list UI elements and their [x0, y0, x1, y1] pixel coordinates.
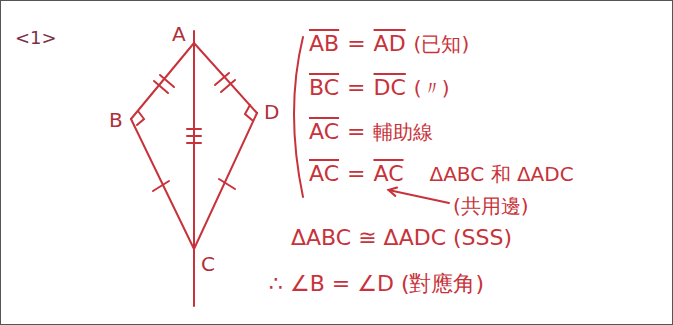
- proof-text: DC: [374, 75, 406, 101]
- proof-text: ΔABC 和 ΔADC: [430, 161, 574, 187]
- figure-number: <1>: [15, 25, 57, 51]
- proof-text: AC: [373, 161, 403, 187]
- proof-text: ∴ ∠B = ∠D (對應角): [269, 271, 484, 297]
- proof-text: AC: [309, 119, 339, 145]
- vertex-label: B: [109, 107, 123, 133]
- vertex-label: C: [201, 251, 215, 277]
- proof-text: 輔助線: [373, 119, 433, 145]
- proof-text: =: [347, 75, 365, 101]
- proof-text: (已知): [414, 31, 470, 57]
- vertex-label: D: [264, 99, 279, 125]
- proof-text: ΔABC ≅ ΔADC (SSS): [291, 225, 512, 251]
- proof-text: =: [347, 31, 365, 57]
- proof-text: AB: [309, 31, 339, 57]
- proof-text: =: [347, 161, 365, 187]
- proof-text: BC: [309, 75, 339, 101]
- proof-text: AC: [309, 161, 339, 187]
- proof-text: AD: [374, 31, 406, 57]
- vertex-label: A: [172, 21, 186, 47]
- leader-arrow: [388, 190, 449, 203]
- proof-text: (共用邊): [453, 193, 529, 219]
- proof-text: =: [347, 119, 365, 145]
- arrow-head: [388, 187, 397, 195]
- proof-text: (〃): [414, 75, 450, 101]
